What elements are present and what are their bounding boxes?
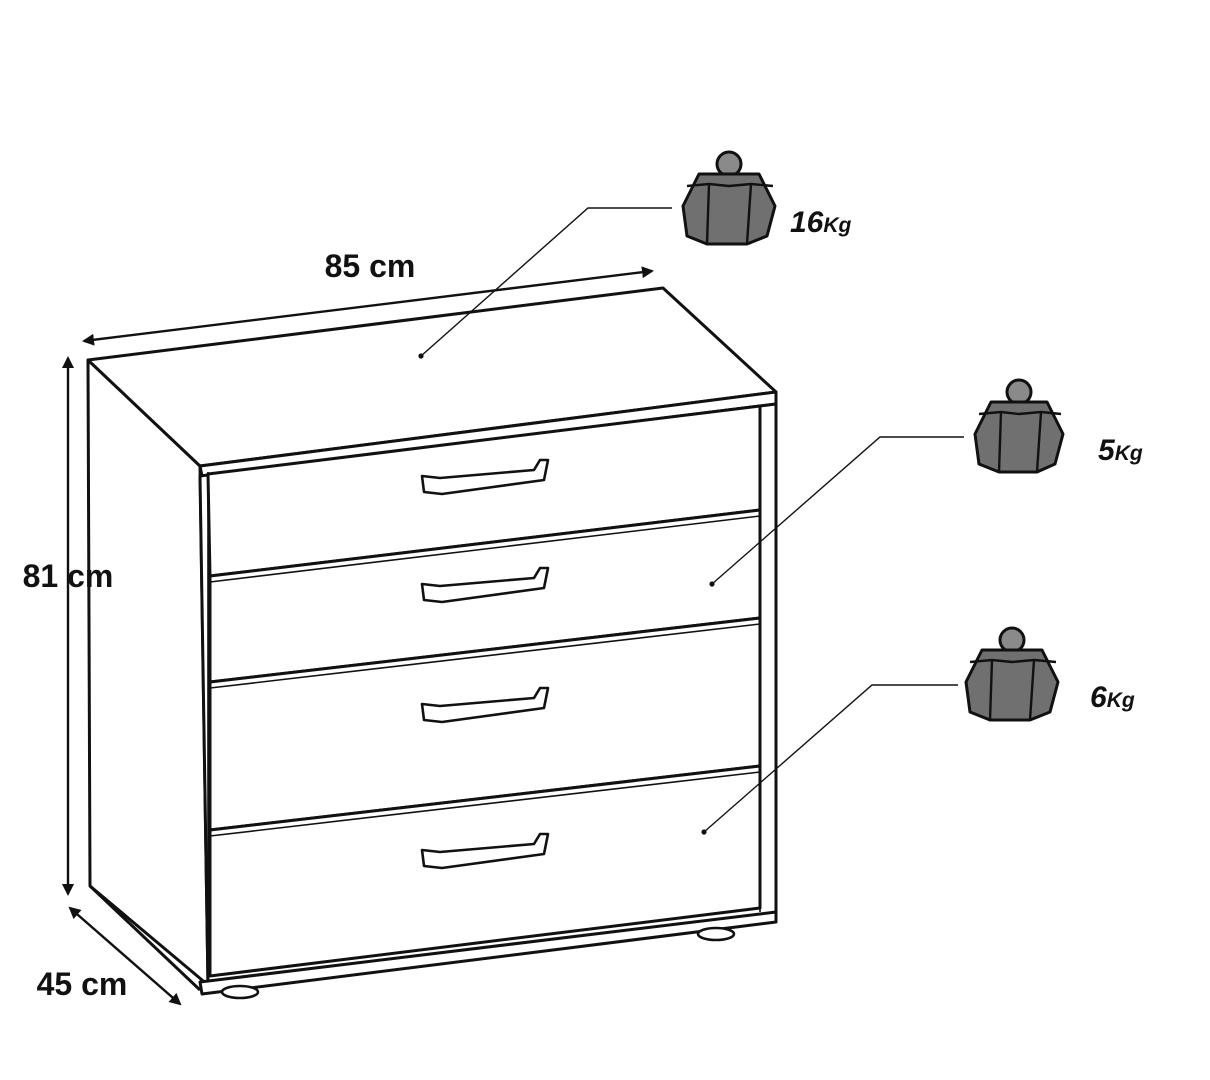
dresser [86, 286, 778, 1000]
weight-label-drawer: 5Kg [1098, 434, 1143, 467]
drawer-3-shadow [209, 623, 761, 689]
drawer-2-handle [420, 566, 550, 604]
width-label: 85 cm [325, 248, 416, 284]
drawer-2-shadow [209, 515, 761, 583]
drawer-4-shadow [209, 771, 761, 837]
dimension-height: 81 cm [23, 356, 114, 896]
drawer-4 [208, 764, 762, 978]
foot-left [220, 984, 260, 1000]
leader-bottom-drawer [701, 684, 958, 835]
weight-icon [681, 150, 777, 246]
dimension-width: 85 cm [82, 248, 654, 346]
drawer-3-handle [420, 686, 550, 724]
plinth [198, 910, 778, 996]
height-label: 81 cm [23, 558, 114, 594]
weight-label-top: 16Kg [790, 206, 852, 239]
weight-icon [964, 626, 1060, 722]
drawer-4-handle [420, 832, 550, 870]
leader-top [418, 207, 672, 359]
dimension-depth: 45 cm [37, 906, 182, 1006]
drawer-1-handle [420, 458, 550, 496]
leader-drawer [709, 436, 964, 587]
depth-label: 45 cm [37, 966, 128, 1002]
weight-icon [973, 378, 1065, 474]
foot-right [696, 926, 736, 942]
weight-label-bottom-drawer: 6Kg [1090, 681, 1135, 714]
